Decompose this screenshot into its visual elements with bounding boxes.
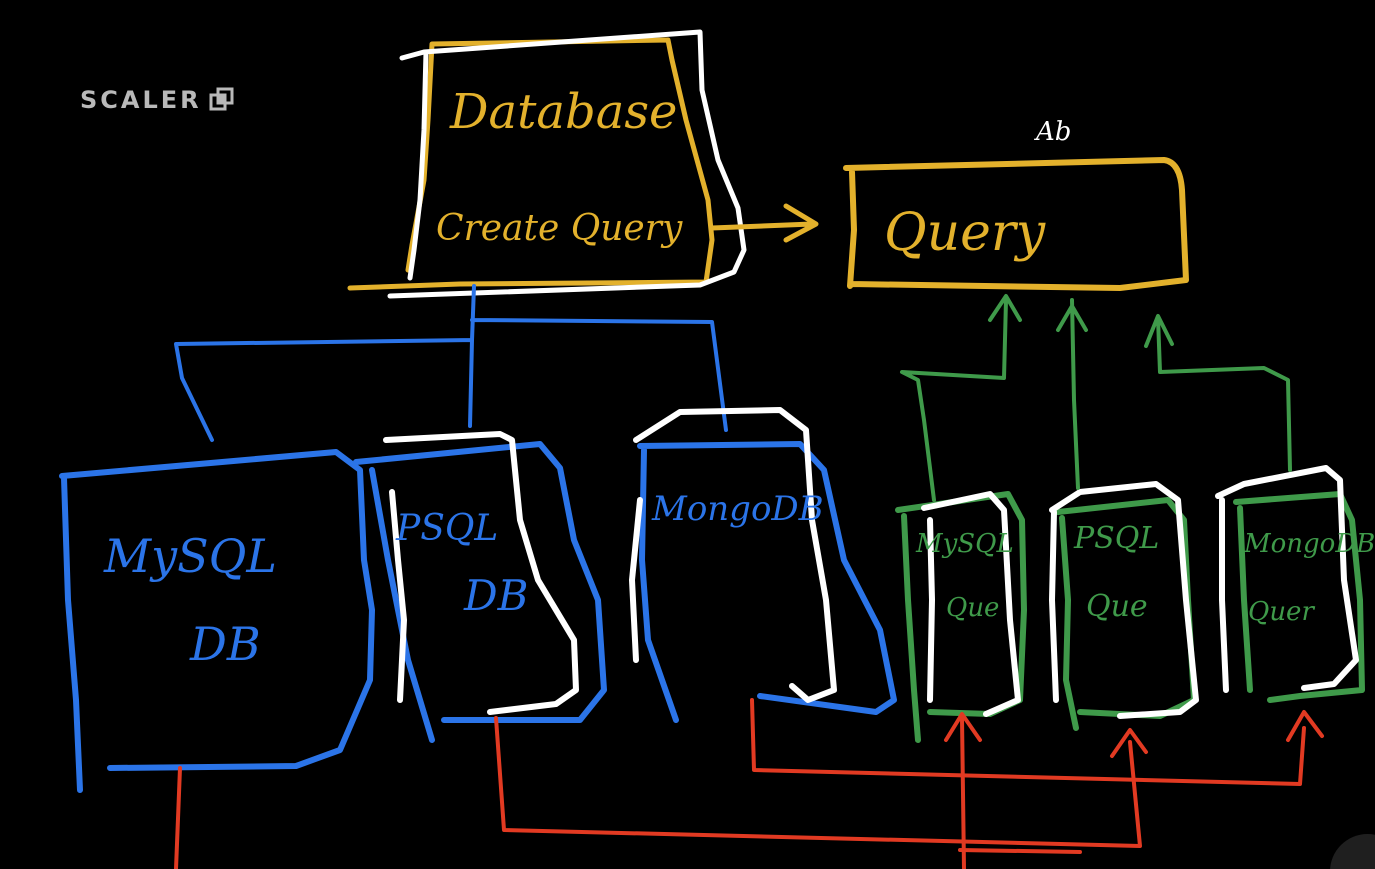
- scaler-logo-text: SCALER: [80, 86, 202, 114]
- factory-box-yellow-outline: [347, 37, 715, 291]
- query-node-mongodb-line2: Quer: [1248, 597, 1315, 627]
- scaler-logo-icon: [209, 87, 234, 111]
- query-node-mongodb-line1: MongoDB: [1243, 529, 1375, 559]
- factory-to-db-connectors: [174, 284, 728, 442]
- db-node-mysql-line2: DB: [189, 617, 261, 671]
- query-node-mysql-line2: Que: [946, 593, 999, 623]
- query-box-outline: [843, 157, 1189, 291]
- db-node-mysql-line1: MySQL: [103, 529, 277, 583]
- query-node-psql: PSQL Que: [1049, 481, 1199, 731]
- query-node-mysql-line1: MySQL: [915, 529, 1014, 559]
- db-node-mysql: MySQL DB: [59, 449, 375, 793]
- query-node-mysql: MySQL Que: [895, 491, 1027, 743]
- db-node-mongodb-line1: MongoDB: [651, 489, 824, 529]
- factory-method: Create Query: [436, 208, 683, 249]
- factory-title: Database: [449, 84, 677, 140]
- query-node-psql-line1: PSQL: [1073, 521, 1159, 556]
- query-node-psql-line2: Que: [1086, 589, 1148, 624]
- database-factory-box: Database Create Query: [347, 29, 747, 299]
- create-to-query-arrow: [709, 203, 819, 243]
- db-to-query-red-arrows: [174, 698, 1324, 869]
- query-node-mongodb: MongoDB Quer: [1215, 465, 1375, 703]
- db-node-mongodb: MongoDB: [629, 407, 897, 723]
- query-abstract-mark: Ab: [1034, 117, 1071, 147]
- db-node-psql-line2: DB: [463, 571, 529, 620]
- query-interface-box: Query Ab: [843, 117, 1189, 291]
- query-label: Query: [884, 203, 1046, 263]
- factory-box-white-outline: [387, 29, 747, 299]
- scaler-logo: SCALER: [80, 86, 236, 114]
- query-type-inheritance-arrows: [900, 294, 1292, 502]
- db-node-psql: PSQL DB: [353, 431, 607, 743]
- db-node-psql-line1: PSQL: [395, 508, 498, 549]
